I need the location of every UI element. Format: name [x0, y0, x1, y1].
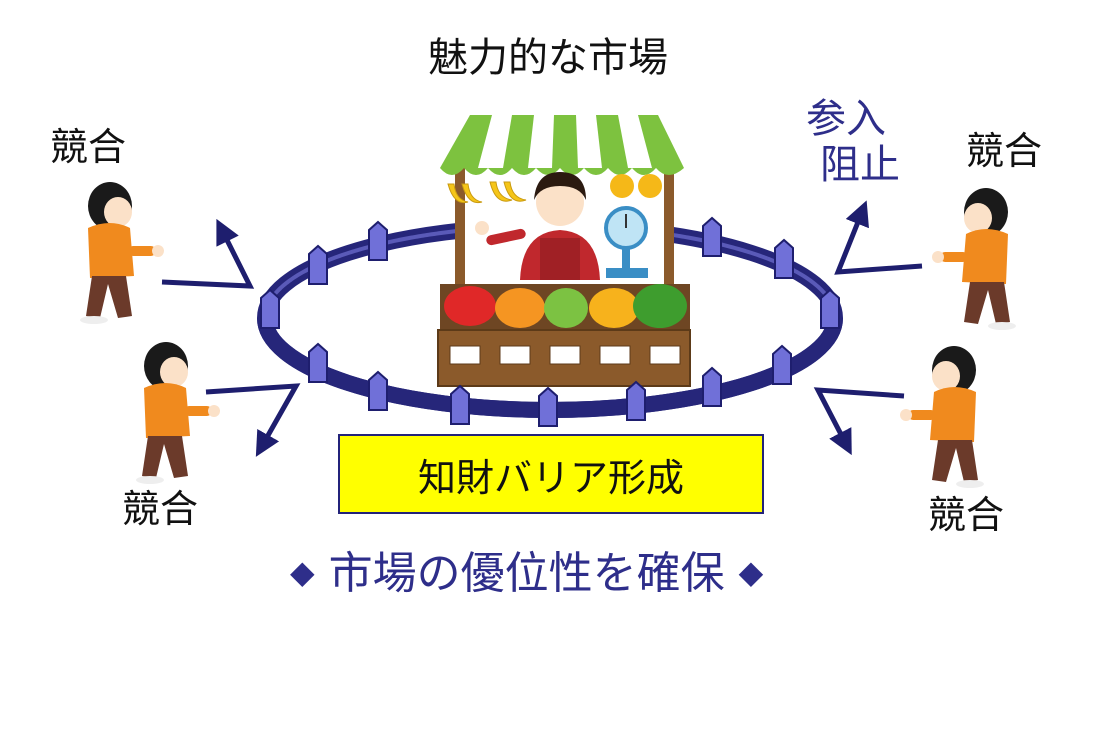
market-stall-icon — [437, 115, 691, 387]
entry-block-line2: 阻止 — [820, 142, 900, 188]
deflect-arrow-icon — [834, 200, 923, 275]
competitor-person-icon — [136, 342, 220, 484]
conclusion-text: 市場の優位性を確保 — [328, 548, 725, 599]
barrier-label: 知財バリア形成 — [417, 455, 684, 500]
competitor-person-icon — [80, 182, 164, 324]
diagram-title: 魅力的な市場 — [428, 35, 668, 81]
entry-block-line1: 参入 — [806, 96, 886, 142]
deflect-arrow-icon — [205, 383, 301, 457]
competitor-label: 競合 — [928, 493, 1005, 537]
competitor-person-icon — [900, 346, 984, 488]
competitor-person-icon — [932, 188, 1016, 330]
barrier-label-box: 知財バリア形成 — [338, 434, 764, 514]
entry-block-label: 参入 阻止 — [806, 96, 900, 188]
diamond-marker: ◆ — [290, 553, 315, 591]
competitor-label: 競合 — [122, 487, 199, 531]
diamond-marker: ◆ — [738, 553, 764, 591]
competitor-label: 競合 — [50, 125, 127, 169]
competitor-label: 競合 — [966, 129, 1043, 173]
conclusion-line: ◆ 市場の優位性を確保 ◆ — [290, 552, 763, 596]
scale-icon — [604, 206, 648, 278]
deflect-arrow-icon — [813, 387, 905, 456]
deflect-arrow-icon — [161, 218, 255, 289]
vendor-icon — [475, 172, 600, 280]
